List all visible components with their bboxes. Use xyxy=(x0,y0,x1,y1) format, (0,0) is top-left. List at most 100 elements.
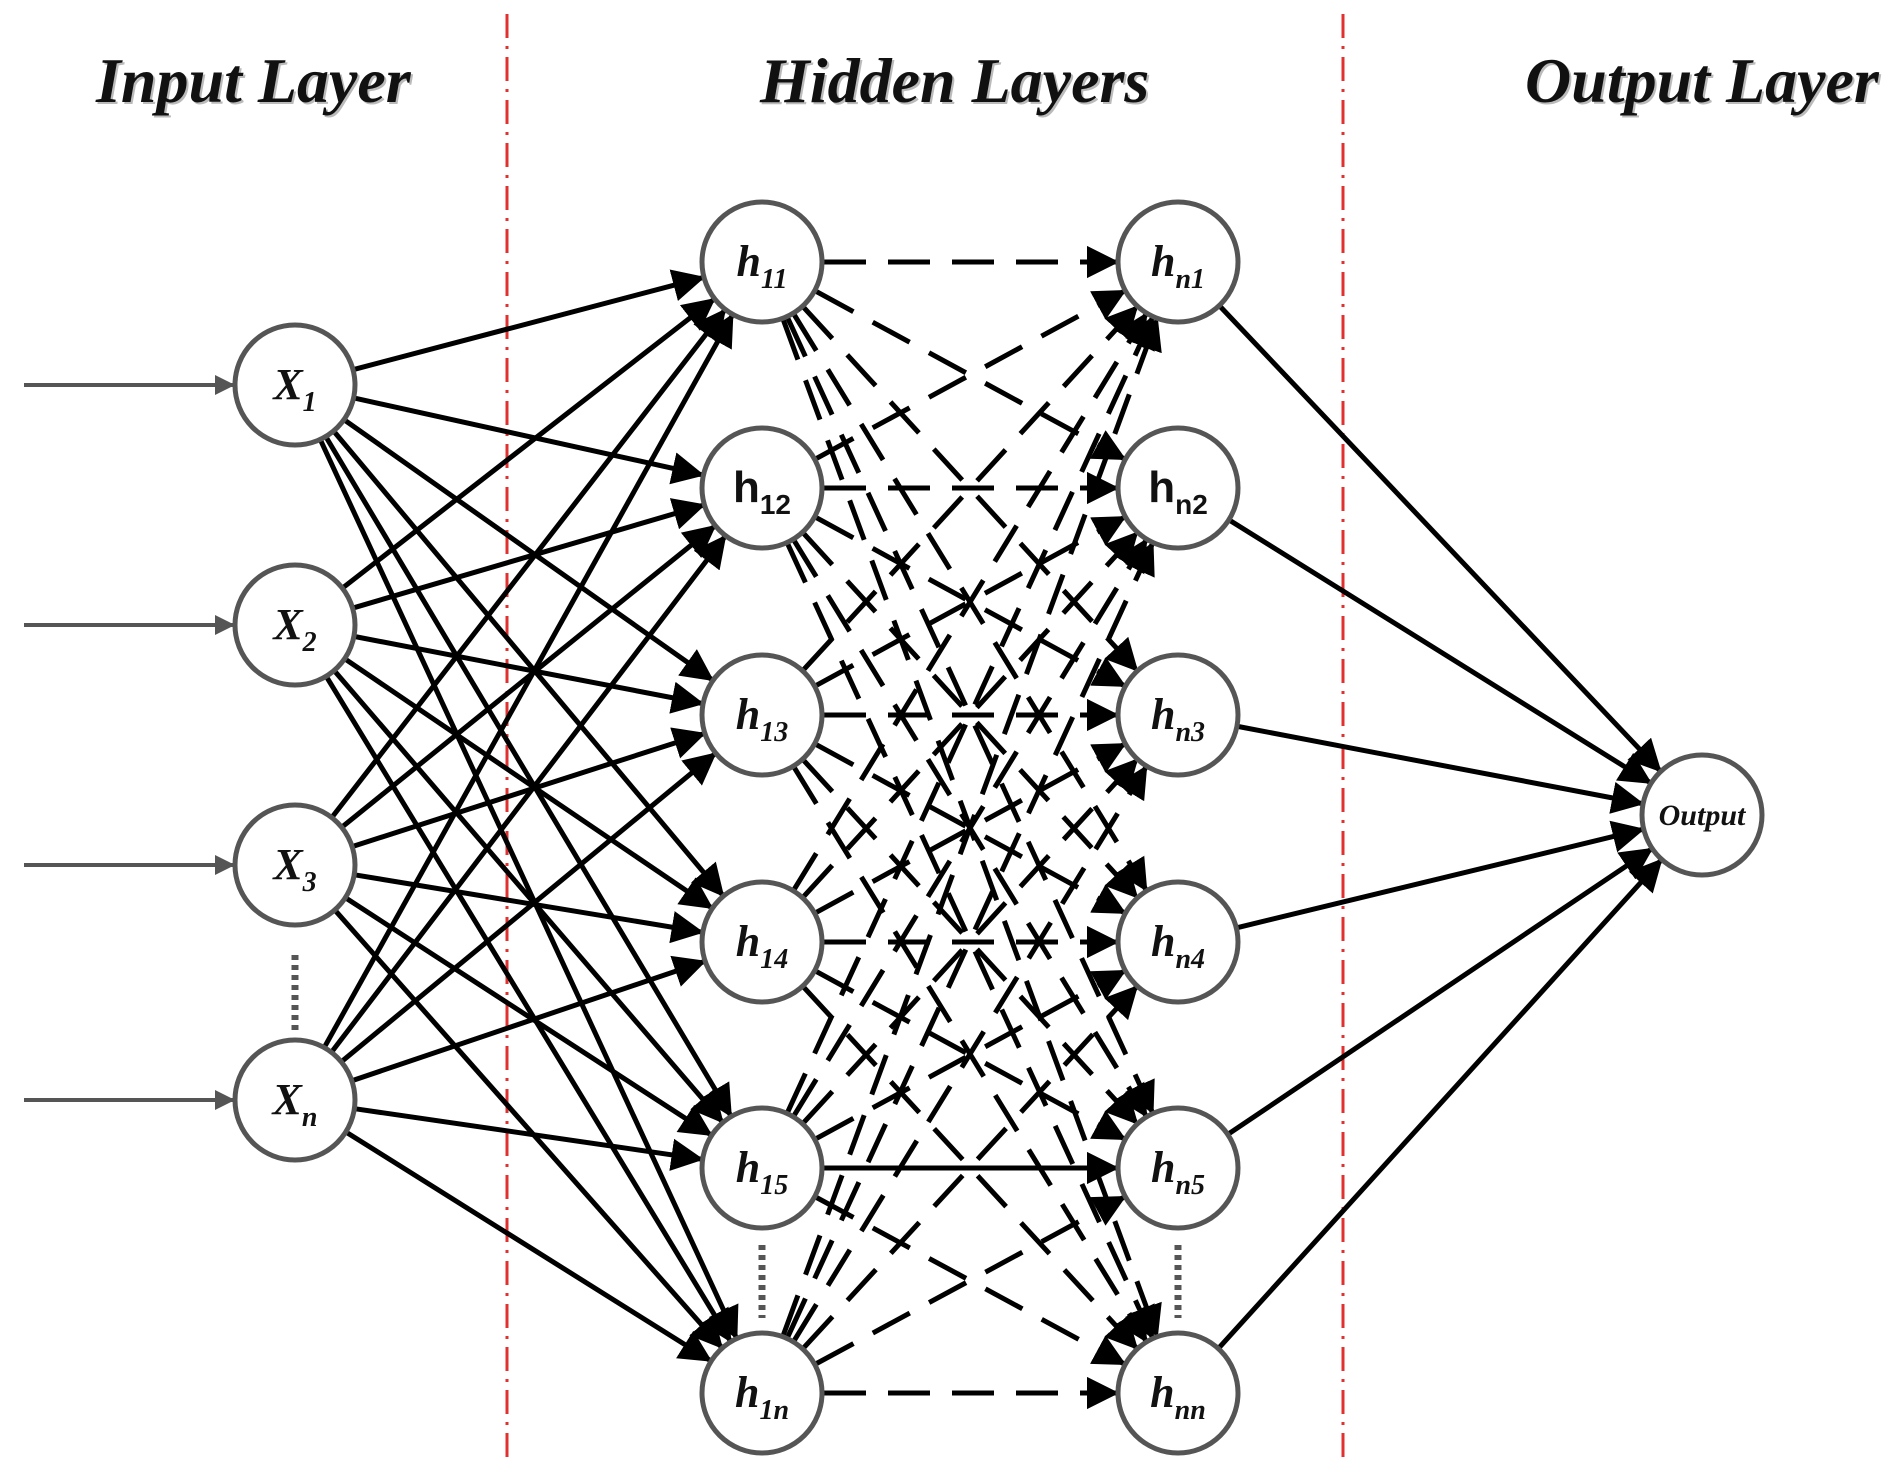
edge-x1-h14 xyxy=(332,430,725,897)
hidden-node-h15-label: h15 xyxy=(736,1143,788,1201)
input-node-4-circle xyxy=(232,1037,358,1163)
edge-x2-h12 xyxy=(353,498,706,610)
hidden-node-hn4: hn4 xyxy=(1115,879,1241,1005)
edge-h12-hn1 xyxy=(815,289,1127,461)
edge-x4-h13 xyxy=(341,752,717,1063)
output-node-circle xyxy=(1639,752,1765,878)
edge-h11-hn3 xyxy=(802,305,1139,672)
hidden-node-hn1-label: hn1 xyxy=(1151,237,1205,295)
hidden-node-hn5-label: hn5 xyxy=(1151,1143,1205,1201)
hidden-node-hn3-label: hn3 xyxy=(1151,690,1205,748)
edge-x2-h14 xyxy=(344,657,714,910)
hidden-node-h11-label: h11 xyxy=(737,237,788,295)
hidden-node-h12: h12 xyxy=(699,425,825,551)
input-node-2-circle xyxy=(232,562,358,688)
edge-x4-h16 xyxy=(346,1130,713,1363)
edge-h12-hn4 xyxy=(802,532,1139,899)
hidden-node-h14-circle xyxy=(699,879,825,1005)
input-node-2: X2 xyxy=(232,562,358,688)
hidden-node-hn5: hn5 xyxy=(1115,1105,1241,1231)
input-layer-title: Input Layer xyxy=(96,45,411,116)
edge-h14-hn5 xyxy=(815,969,1127,1141)
hidden-node-hn2-circle xyxy=(1115,425,1241,551)
input-node-4-label: Xn xyxy=(271,1075,318,1133)
edge-h16-hn4 xyxy=(802,985,1139,1350)
edge-x1-h11 xyxy=(354,269,706,372)
edge-x4-h12 xyxy=(330,534,727,1053)
hidden-node-h11: h11 xyxy=(699,199,825,325)
input-node-2-label: X2 xyxy=(271,600,316,658)
hidden-node-hn4-circle xyxy=(1115,879,1241,1005)
input-node-4: Xn xyxy=(232,1037,358,1163)
edge-x3-h11 xyxy=(330,308,727,818)
edge-x1-h12 xyxy=(355,395,705,485)
edge-h14-hn1 xyxy=(792,312,1148,891)
hidden-node-hn6: hnn xyxy=(1115,1330,1241,1456)
edge-hn4-output xyxy=(1237,820,1645,930)
hidden-node-h13-circle xyxy=(699,652,825,778)
hidden-node-h14-label: h14 xyxy=(736,917,788,975)
edge-hn3-output xyxy=(1238,724,1645,814)
hidden-node-h16-label: h1n xyxy=(735,1368,789,1426)
edge-x2-h11 xyxy=(342,298,716,589)
edge-x3-h15 xyxy=(345,896,713,1137)
edge-h15-hn6 xyxy=(815,1195,1127,1366)
edge-x4-h14 xyxy=(352,955,707,1083)
edge-h13-hn1 xyxy=(802,305,1139,672)
edge-h14-hn3 xyxy=(815,742,1127,915)
input-node-3-label: X3 xyxy=(271,840,316,898)
edge-x3-h16 xyxy=(334,909,724,1349)
edge-h15-hn3 xyxy=(802,758,1139,1125)
edge-h16-hn3 xyxy=(792,765,1148,1342)
edge-hn1-output xyxy=(1218,305,1662,773)
input-node-3-circle xyxy=(232,802,358,928)
input-node-1: X1 xyxy=(232,322,358,448)
edge-hn5-output xyxy=(1228,847,1654,1136)
hidden-node-h13: h13 xyxy=(699,652,825,778)
hidden-node-hn1: hn1 xyxy=(1115,199,1241,325)
edge-h14-hn2 xyxy=(802,531,1139,898)
edge-hn2-output xyxy=(1229,518,1653,785)
edge-hn6-output xyxy=(1217,858,1663,1349)
hidden-node-h14: h14 xyxy=(699,879,825,1005)
hidden-node-hn6-circle xyxy=(1115,1330,1241,1456)
hidden-node-h15-circle xyxy=(699,1105,825,1231)
hidden-node-h11-circle xyxy=(699,199,825,325)
edge-x1-h13 xyxy=(344,418,715,682)
edge-h16-hn1 xyxy=(781,317,1162,1336)
hidden-node-h15: h15 xyxy=(699,1105,825,1231)
edge-x2-h13 xyxy=(355,634,705,714)
edge-x2-h16 xyxy=(325,676,732,1343)
output-layer-title: Output Layer xyxy=(1525,45,1879,116)
hidden-node-hn4-label: hn4 xyxy=(1151,917,1205,975)
hidden-node-hn3-circle xyxy=(1115,652,1241,778)
hidden-node-h16-circle xyxy=(699,1330,825,1456)
edge-x4-h15 xyxy=(355,1106,704,1171)
edge-x4-h11 xyxy=(322,313,735,1048)
output-node: Output xyxy=(1639,752,1765,878)
edge-h15-hn4 xyxy=(815,969,1127,1141)
hidden-node-hn1-circle xyxy=(1115,199,1241,325)
edge-h16-hn2 xyxy=(785,541,1155,1338)
edge-h14-hn6 xyxy=(802,985,1139,1350)
hidden-node-hn5-circle xyxy=(1115,1105,1241,1231)
input-node-1-label: X1 xyxy=(271,360,316,418)
edge-h13-hn5 xyxy=(802,758,1139,1125)
edge-h15-hn1 xyxy=(785,315,1155,1113)
hidden-node-hn2-label: hn2 xyxy=(1148,463,1208,520)
input-node-1-circle xyxy=(232,322,358,448)
input-node-3: X3 xyxy=(232,802,358,928)
hidden-node-hn2: hn2 xyxy=(1115,425,1241,551)
hidden-node-h12-circle xyxy=(699,425,825,551)
hidden-node-h12-label: h12 xyxy=(733,463,791,520)
hidden-node-hn6-label: hnn xyxy=(1150,1368,1206,1426)
edge-x1-h16 xyxy=(318,440,739,1340)
hidden-layers-title: Hidden Layers xyxy=(760,45,1150,116)
hidden-node-h13-label: h13 xyxy=(736,690,788,748)
hidden-node-h16: h1n xyxy=(699,1330,825,1456)
output-node-label: Output xyxy=(1659,799,1747,832)
edge-x2-h15 xyxy=(333,670,724,1124)
hidden-node-hn3: hn3 xyxy=(1115,652,1241,778)
edge-h16-hn5 xyxy=(815,1195,1127,1366)
